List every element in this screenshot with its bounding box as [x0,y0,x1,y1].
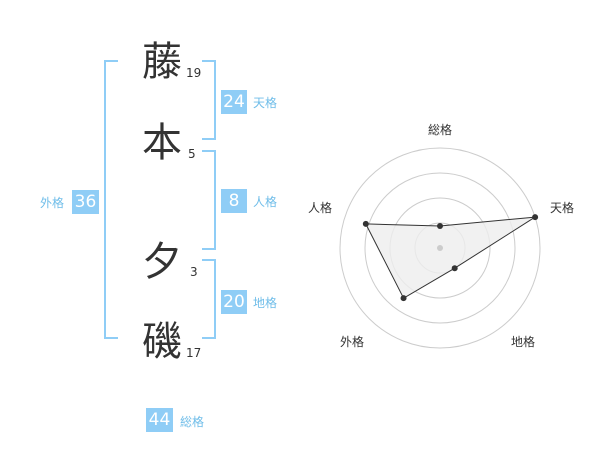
name-char-4: 磯 [142,319,182,365]
gaikaku-bracket [104,60,118,339]
jinkaku-value-badge: 8 [221,189,247,213]
name-char-3: 夕 [142,239,182,285]
gaikaku-label: 外格 [40,196,65,210]
radar-point [362,220,369,227]
stroke-count-3: 3 [190,265,198,279]
radar-center-dot [437,245,443,251]
chikaku-value-badge: 20 [221,290,247,314]
name-char-1: 藤 [142,39,182,85]
radar-point [437,223,443,229]
name-char-2: 本 [142,120,182,166]
radar-axis-label-gaikaku: 外格 [340,335,365,349]
radar-ring [339,147,541,349]
chikaku-label: 地格 [253,296,278,310]
stroke-count-4: 17 [186,346,202,360]
jinkaku-bracket [202,150,216,250]
radar-points [362,214,539,302]
gaikaku-value-badge: 36 [72,190,99,214]
radar-axis-label-soukaku: 総格 [428,123,453,137]
radar-ring [364,172,516,324]
radar-point [400,295,407,302]
radar-point [451,265,458,272]
stroke-count-1: 19 [186,66,202,80]
radar-point [532,214,539,221]
radar-axis-label-tenkaku: 天格 [550,201,575,215]
soukaku-value-badge: 44 [146,408,173,432]
tenkaku-label: 天格 [253,96,278,110]
stroke-count-2: 5 [188,147,196,161]
radar-axis-label-jinkaku: 人格 [308,201,333,215]
chikaku-bracket [202,259,216,339]
radar-polygon [364,216,536,299]
jinkaku-label: 人格 [253,195,278,209]
tenkaku-value-badge: 24 [221,90,247,114]
radar-chart [339,147,541,349]
soukaku-label: 総格 [180,415,205,429]
radar-axis-label-chikaku: 地格 [511,335,536,349]
tenkaku-bracket [202,60,216,140]
